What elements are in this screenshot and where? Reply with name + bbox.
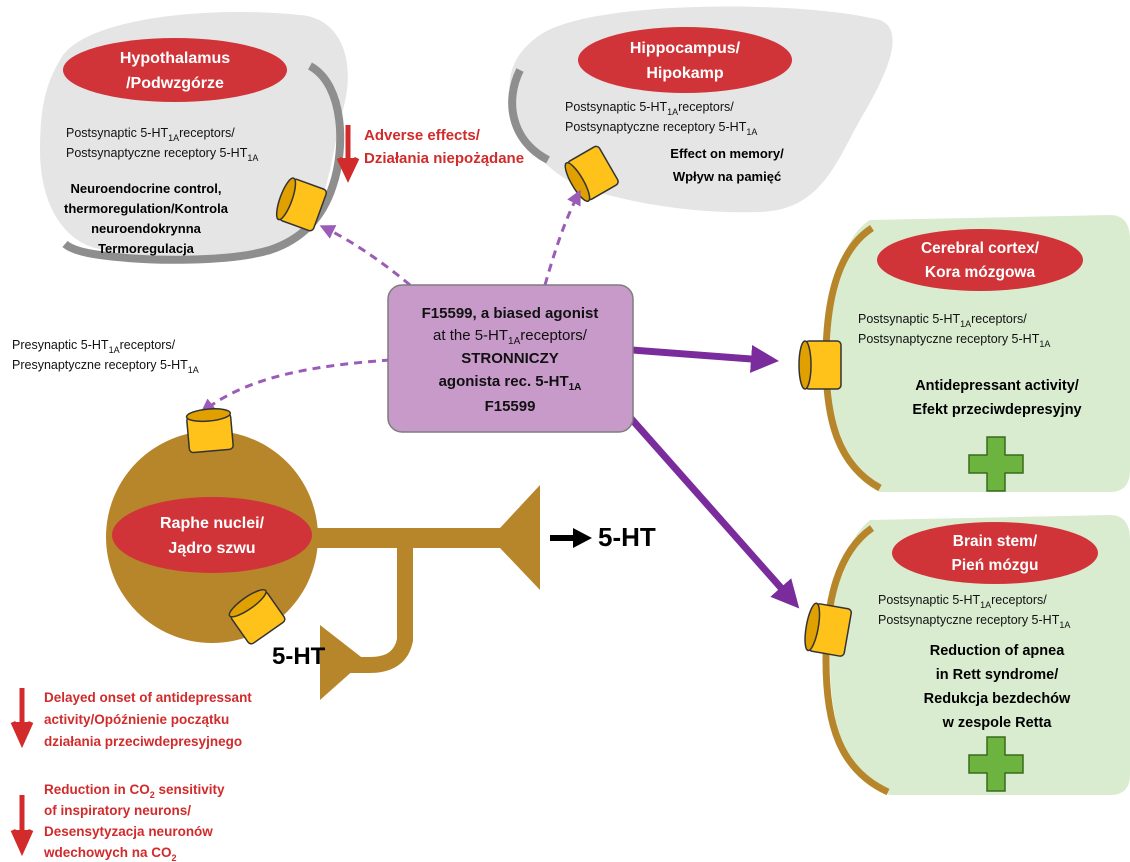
brainstem-plus-icon xyxy=(968,736,1024,792)
cortex-effect-1: Antidepressant activity/ xyxy=(915,378,1079,394)
hypothalamus-region: Hypothalamus /Podwzgórze Postsynaptic 5-… xyxy=(40,12,348,264)
cortex-effect-2: Efekt przeciwdepresyjny xyxy=(912,402,1081,418)
adverse-text-1: Adverse effects/ xyxy=(364,127,481,144)
raphe-collateral xyxy=(335,545,413,673)
agent-line-3: STRONNICZY xyxy=(461,350,559,367)
delayed-onset: Delayed onset of antidepressant activity… xyxy=(10,688,252,749)
delayed-text-2: activity/Opóźnienie początku xyxy=(44,712,229,727)
cortex-receptor-line-2: Postsynaptyczne receptory 5-HT1A xyxy=(858,332,1050,349)
hippocampus-title-oval xyxy=(578,27,792,93)
arrow-to-cortex xyxy=(631,344,779,373)
hippocampus-effect-1: Effect on memory/ xyxy=(670,146,784,161)
brainstem-effect-1: Reduction of apnea xyxy=(930,643,1065,659)
cortex-title-1: Cerebral cortex/ xyxy=(921,240,1040,257)
brainstem-title-1: Brain stem/ xyxy=(953,533,1038,550)
hippocampus-receptor-icon xyxy=(564,145,619,203)
agent-box-background xyxy=(387,284,634,433)
agent-line-2: at the 5-HT1Areceptors/ xyxy=(433,327,588,347)
agent-arrows xyxy=(200,189,800,609)
hippocampus-title-1: Hippocampus/ xyxy=(630,40,741,57)
agent-box: F15599, a biased agonist at the 5-HT1Are… xyxy=(387,284,634,433)
cortex-title-2: Kora mózgowa xyxy=(925,264,1036,281)
hypothalamus-title-1: Hypothalamus xyxy=(120,50,230,67)
hypothalamus-receptor-line-2: Postsynaptyczne receptory 5-HT1A xyxy=(66,146,258,163)
arrow-to-presynaptic xyxy=(200,358,391,414)
released-serotonin-label: 5-HT xyxy=(598,522,656,552)
raphe-collateral-terminal xyxy=(320,625,365,700)
co2-text-1: Reduction in CO2 sensitivity xyxy=(44,782,225,800)
hippocampus-membrane xyxy=(508,68,550,164)
arrow-to-hippocampus xyxy=(543,189,581,286)
brainstem-title-oval xyxy=(892,522,1098,584)
adverse-down-arrow xyxy=(336,125,360,183)
raphe-autoreceptor-icon xyxy=(228,588,286,645)
hippocampus-title-2: Hipokamp xyxy=(646,65,724,82)
brainstem-effect-3: Redukcja bezdechów xyxy=(924,691,1071,707)
brainstem-receptor-icon xyxy=(804,602,853,657)
autoreceptor-serotonin-label: 5-HT xyxy=(272,643,326,670)
hypothalamus-effect-3: neuroendokrynna xyxy=(91,221,202,236)
agent-line-1: F15599, a biased agonist xyxy=(422,305,599,322)
raphe-title-oval xyxy=(112,497,312,573)
raphe-axon xyxy=(300,485,540,590)
brainstem-membrane xyxy=(822,525,890,796)
raphe-neuron: Raphe nuclei/ Jądro szwu 5-HT 5-HT xyxy=(106,408,656,700)
co2-text-4: wdechowych na CO2 xyxy=(43,845,177,862)
brainstem-title-2: Pień mózgu xyxy=(952,557,1039,574)
delayed-down-arrow xyxy=(10,688,34,749)
hypothalamus-receptor-line-1: Postsynaptic 5-HT1Areceptors/ xyxy=(66,126,235,143)
cortex-plus-icon xyxy=(968,436,1024,492)
delayed-text-1: Delayed onset of antidepressant xyxy=(44,690,252,705)
hypothalamus-title-oval xyxy=(63,38,287,102)
cortex-receptor-line-1: Postsynaptic 5-HT1Areceptors/ xyxy=(858,312,1027,329)
brainstem-effect-4: w zespole Retta xyxy=(942,715,1053,731)
co2-sensitivity: Reduction in CO2 sensitivity of inspirat… xyxy=(10,782,225,862)
agent-line-4: agonista rec. 5-HT1A xyxy=(439,373,582,393)
hippocampus-region: Hippocampus/ Hipokamp Postsynaptic 5-HT1… xyxy=(508,6,893,213)
cortex-receptor-icon xyxy=(798,340,842,390)
brainstem-region: Brain stem/ Pień mózgu Postsynaptic 5-HT… xyxy=(804,515,1130,796)
hypothalamus-membrane xyxy=(62,62,345,264)
co2-text-3: Desensytyzacja neuronów xyxy=(44,824,213,839)
hippocampus-receptor-line-1: Postsynaptic 5-HT1Areceptors/ xyxy=(565,100,734,117)
raphe-title-1: Raphe nuclei/ xyxy=(160,515,265,532)
hypothalamus-effect-4: Termoregulacja xyxy=(98,241,195,256)
cortex-title-oval xyxy=(877,229,1083,291)
release-arrow-head xyxy=(573,528,592,548)
cortex-panel xyxy=(830,215,1130,492)
delayed-text-3: działania przeciwdepresyjnego xyxy=(44,734,242,749)
hypothalamus-title-2: /Podwzgórze xyxy=(126,75,224,92)
hypothalamus-effect-2: thermoregulation/Kontrola xyxy=(64,201,229,216)
agent-line-5: F15599 xyxy=(485,398,536,415)
brainstem-receptor-line-2: Postsynaptyczne receptory 5-HT1A xyxy=(878,613,1070,630)
adverse-text-2: Działania niepożądane xyxy=(364,150,524,167)
co2-text-2: of inspiratory neurons/ xyxy=(44,803,191,818)
hippocampus-effect-2: Wpływ na pamięć xyxy=(673,169,781,184)
co2-down-arrow xyxy=(10,795,34,857)
cortex-region: Cerebral cortex/ Kora mózgowa Postsynapt… xyxy=(798,215,1130,492)
hypothalamus-receptor-icon xyxy=(275,177,328,232)
raphe-title-2: Jądro szwu xyxy=(168,540,255,557)
presynaptic-line-1: Presynaptic 5-HT1Areceptors/ xyxy=(12,338,176,355)
raphe-presynaptic-receptor-icon xyxy=(185,408,234,454)
brainstem-receptor-line-1: Postsynaptic 5-HT1Areceptors/ xyxy=(878,593,1047,610)
hippocampus-receptor-line-2: Postsynaptyczne receptory 5-HT1A xyxy=(565,120,757,137)
arrow-to-hypothalamus xyxy=(319,225,411,287)
brainstem-effect-2: in Rett syndrome/ xyxy=(936,667,1058,683)
presynaptic-label: Presynaptic 5-HT1Areceptors/ Presynaptyc… xyxy=(12,338,199,375)
arrow-to-brainstem xyxy=(625,412,800,609)
hypothalamus-effect-1: Neuroendocrine control, xyxy=(71,181,222,196)
presynaptic-line-2: Presynaptyczne receptory 5-HT1A xyxy=(12,358,199,375)
adverse-effects: Adverse effects/ Działania niepożądane xyxy=(336,125,524,183)
brainstem-panel xyxy=(830,515,1130,795)
